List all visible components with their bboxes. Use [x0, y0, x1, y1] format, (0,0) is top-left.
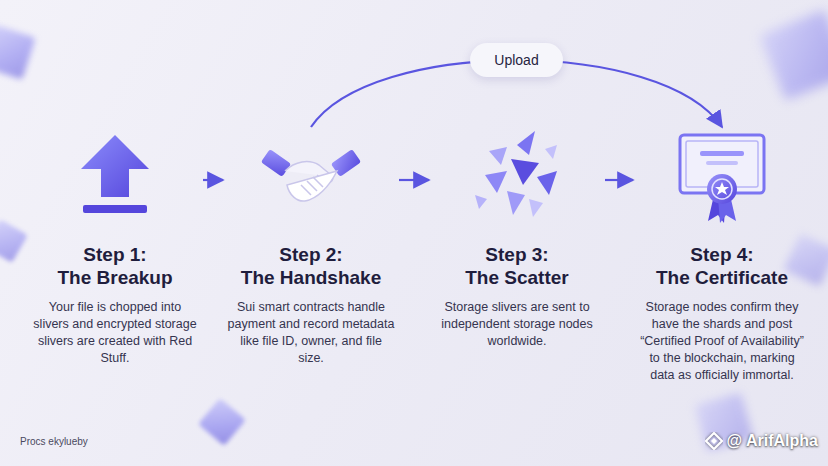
- certificate-icon: [672, 125, 772, 225]
- upload-icon: [65, 125, 165, 225]
- flow-arrow: [399, 179, 429, 181]
- step-heading: Step 3: The Scatter: [432, 243, 602, 289]
- shards-icon: [467, 125, 567, 225]
- watermark: @ ArifAlpha: [705, 432, 818, 450]
- step-heading: Step 4: The Certificate: [636, 243, 808, 289]
- step-column: Step 3: The ScatterStorage slivers are s…: [432, 125, 602, 350]
- blurred-cube: [0, 219, 28, 263]
- flow-arrow: [605, 179, 633, 181]
- handshake-icon: [261, 125, 361, 225]
- step-column: Step 2: The HandshakeSui smart contracts…: [226, 125, 396, 367]
- blurred-cube: [783, 233, 828, 286]
- footer-note: Procs ekylueby: [20, 436, 88, 447]
- step-column: Step 1: The BreakupYour file is chopped …: [30, 125, 200, 367]
- step-description: Sui smart contracts handle payment and r…: [226, 299, 396, 367]
- step-heading: Step 2: The Handshake: [226, 243, 396, 289]
- step-heading: Step 1: The Breakup: [30, 243, 200, 289]
- edge-label: Upload: [470, 43, 562, 77]
- step-description: Your file is chopped into slivers and en…: [30, 299, 200, 367]
- watermark-logo: [705, 432, 723, 450]
- step-description: Storage slivers are sent to independent …: [432, 299, 602, 350]
- blurred-cube: [759, 9, 828, 100]
- blurred-cube: [0, 24, 36, 79]
- flow-arrow: [203, 179, 223, 181]
- blurred-cube: [198, 398, 246, 446]
- step-column: Step 4: The CertificateStorage nodes con…: [636, 125, 808, 384]
- step-description: Storage nodes confirm they have the shar…: [636, 299, 808, 384]
- watermark-text: @ ArifAlpha: [727, 432, 818, 450]
